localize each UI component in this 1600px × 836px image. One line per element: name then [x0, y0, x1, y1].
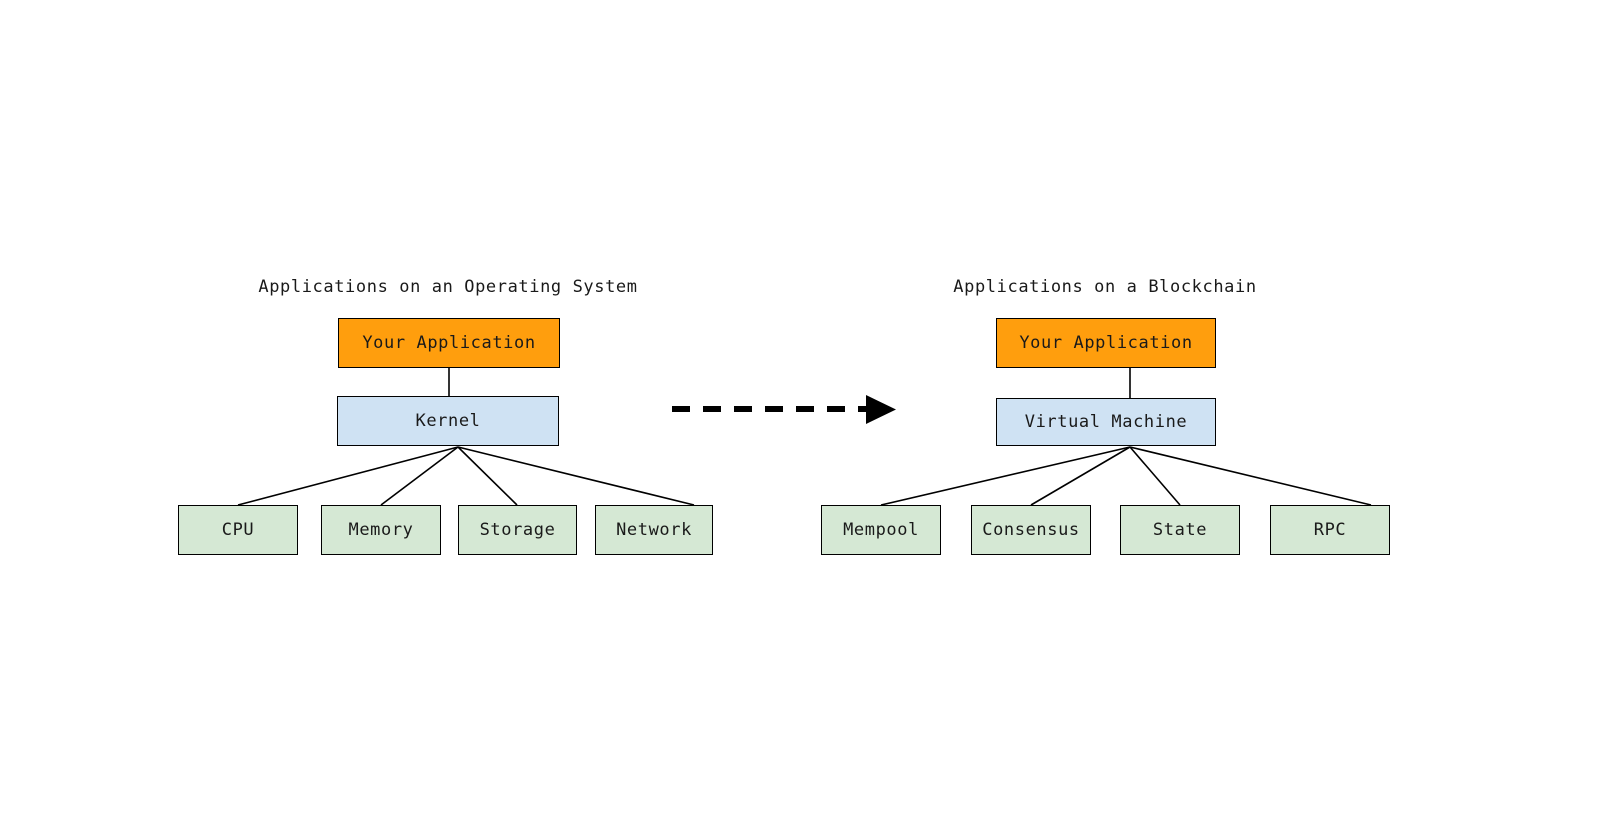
edge-vm-to-mempool: [880, 446, 1131, 506]
edge-kernel-to-memory: [380, 446, 459, 506]
node-label: RPC: [1313, 519, 1347, 540]
panel-title-blockchain: Applications on a Blockchain: [953, 277, 1257, 297]
node-label: Network: [616, 519, 692, 540]
node-memory[interactable]: Memory: [321, 505, 441, 555]
panel-title-operating-system: Applications on an Operating System: [258, 277, 638, 297]
node-rpc[interactable]: RPC: [1270, 505, 1390, 555]
node-label: Mempool: [843, 519, 919, 540]
node-cpu[interactable]: CPU: [178, 505, 298, 555]
node-label: Your Application: [362, 332, 536, 353]
node-your-application-os[interactable]: Your Application: [338, 318, 560, 368]
node-your-application-blockchain[interactable]: Your Application: [996, 318, 1216, 368]
node-label: Your Application: [1019, 332, 1193, 353]
node-network[interactable]: Network: [595, 505, 713, 555]
edge-vm-to-consensus: [1030, 446, 1131, 506]
node-state[interactable]: State: [1120, 505, 1240, 555]
node-mempool[interactable]: Mempool: [821, 505, 941, 555]
dashed-arrow-icon: [672, 395, 896, 424]
edge-kernel-to-network: [457, 446, 695, 506]
node-label: CPU: [221, 519, 255, 540]
edge-vm-to-state: [1129, 446, 1181, 506]
edge-kernel-to-cpu: [237, 446, 459, 506]
node-consensus[interactable]: Consensus: [971, 505, 1091, 555]
node-storage[interactable]: Storage: [458, 505, 577, 555]
edge-kernel-to-storage: [457, 446, 518, 506]
edge-vm-to-rpc: [1129, 446, 1372, 506]
node-label: Kernel: [415, 410, 481, 431]
node-label: Virtual Machine: [1024, 411, 1188, 432]
node-kernel[interactable]: Kernel: [337, 396, 559, 446]
node-virtual-machine[interactable]: Virtual Machine: [996, 398, 1216, 446]
node-label: State: [1152, 519, 1208, 540]
node-label: Memory: [348, 519, 414, 540]
node-label: Consensus: [982, 519, 1080, 540]
node-label: Storage: [479, 519, 556, 540]
